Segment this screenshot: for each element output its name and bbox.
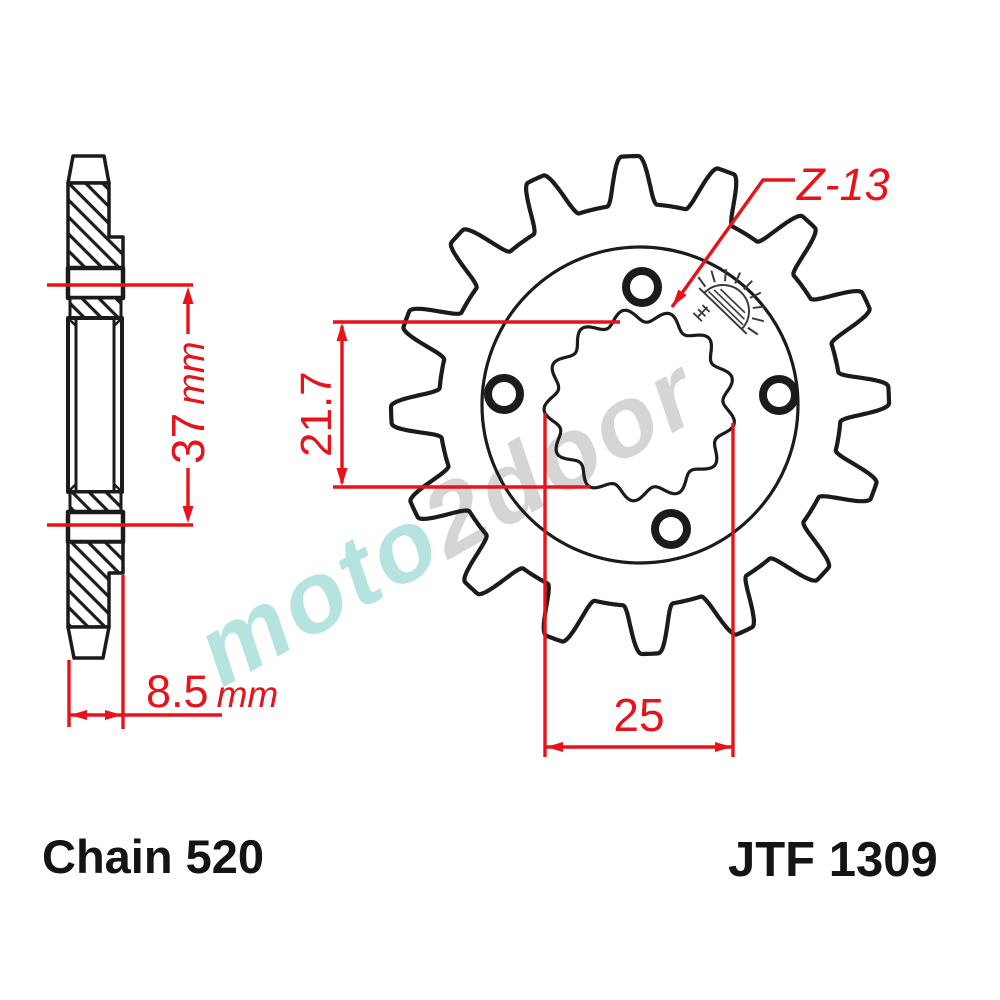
dim37-arrow-down bbox=[182, 506, 194, 523]
sun-rays bbox=[697, 269, 765, 336]
sprocket-side-view bbox=[65, 154, 126, 660]
teeth-count-label: Z-13 bbox=[796, 159, 890, 210]
sprocket-front-view bbox=[388, 153, 892, 657]
lightening-hole-right bbox=[759, 375, 799, 415]
sprocket-outline bbox=[388, 153, 892, 657]
dim217-arrow-down bbox=[336, 468, 348, 486]
spline-bore-outline bbox=[542, 308, 736, 503]
side-rim-bottom bbox=[65, 509, 126, 545]
logo-signature-glyph bbox=[692, 304, 711, 322]
dim25-arrow-left bbox=[546, 742, 563, 752]
lightening-hole-left bbox=[484, 374, 524, 414]
dim217-arrow-up bbox=[336, 323, 348, 341]
side-hub-band-top bbox=[68, 296, 123, 320]
dimension-annotations bbox=[47, 178, 795, 757]
side-tooth-body-bottom bbox=[66, 540, 125, 629]
lightening-hole-top bbox=[622, 267, 662, 307]
hub-circle bbox=[480, 245, 800, 565]
teeth-leader-line bbox=[670, 178, 795, 308]
dim25-arrow-right bbox=[715, 742, 732, 752]
side-rim-top bbox=[65, 265, 126, 301]
dim37-label: 37mm bbox=[162, 342, 214, 464]
side-tooth-tip-top bbox=[66, 154, 111, 185]
dim85-arrow-right bbox=[105, 710, 122, 720]
dim25-label: 25 bbox=[613, 689, 664, 741]
side-tooth-tip-bottom bbox=[66, 625, 111, 660]
side-tooth-body-top bbox=[66, 181, 125, 270]
chain-size-label: Chain 520 bbox=[42, 830, 264, 883]
jt-sun-logo-icon bbox=[692, 269, 765, 336]
lightening-hole-bottom bbox=[651, 509, 691, 549]
part-number-label: JTF 1309 bbox=[728, 833, 938, 887]
side-hub-band-bottom bbox=[68, 490, 123, 514]
dim217-label: 21.7 bbox=[292, 371, 341, 457]
teeth-leader-arrow bbox=[672, 289, 687, 307]
dim85-arrow-left bbox=[70, 710, 87, 720]
dim37-arrow-up bbox=[182, 287, 194, 304]
side-bore-chamfers bbox=[67, 317, 123, 493]
